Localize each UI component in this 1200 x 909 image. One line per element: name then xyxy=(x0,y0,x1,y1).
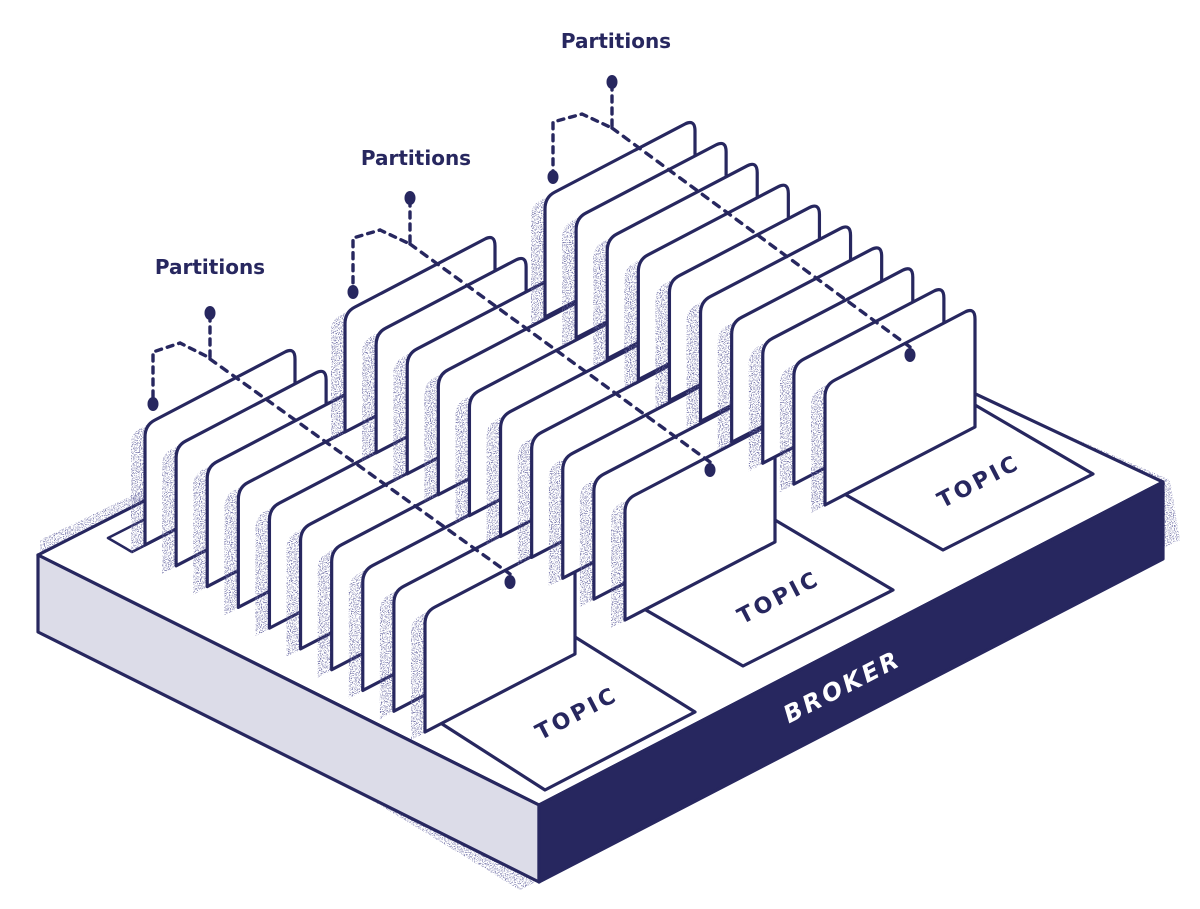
topic-2-label-leader xyxy=(351,198,412,292)
partition-card xyxy=(823,308,977,507)
leader-bottom-dot xyxy=(347,285,359,299)
topic-1-partitions-label: Partitions xyxy=(155,255,265,279)
topics-layer: TOPICPartitionsTOPICPartitionsTOPICParti… xyxy=(106,29,1095,792)
topic-3-partition-connector xyxy=(610,126,912,349)
topic-3-partitions-label: Partitions xyxy=(561,29,671,53)
topic-3-partition-10 xyxy=(811,308,977,513)
leader-top-dot xyxy=(606,75,618,89)
leader-top-dot xyxy=(204,306,216,320)
connector-end-dot xyxy=(704,463,716,477)
leader-bottom-dot xyxy=(547,170,559,184)
topic-2-partitions-label: Partitions xyxy=(361,146,471,170)
leader-top-dot xyxy=(404,191,416,205)
topic-1-partition-connector xyxy=(208,357,512,576)
broker-right-side xyxy=(537,480,1165,884)
topic-2-partition-connector xyxy=(408,242,712,464)
leader-bottom-dot xyxy=(147,397,159,411)
topic-3-label-leader xyxy=(551,82,614,177)
connector-end-dot xyxy=(904,348,916,362)
topic-1-label-leader xyxy=(151,313,212,404)
connector-end-dot xyxy=(504,575,516,589)
